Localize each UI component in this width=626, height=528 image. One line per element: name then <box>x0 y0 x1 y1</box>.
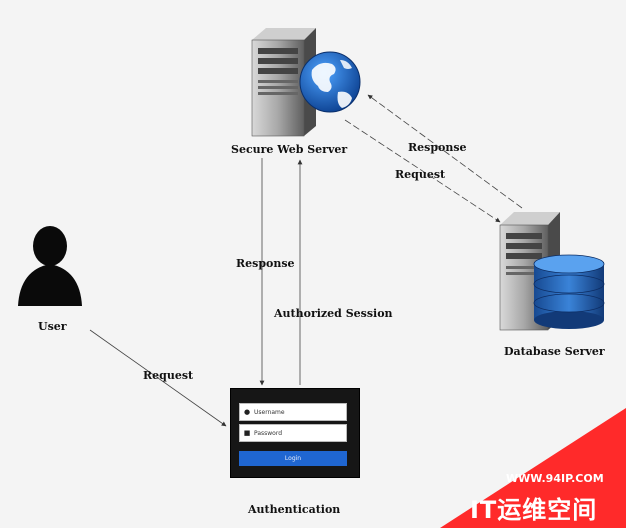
connector-web-db-request <box>344 119 501 223</box>
login-panel: ● Username ■ Password Login <box>230 388 360 478</box>
web-server-icon <box>251 28 316 137</box>
connector-db-web-response <box>367 94 523 209</box>
password-field[interactable]: ■ Password <box>239 424 347 442</box>
user-label: User <box>38 320 67 333</box>
web-server-label: Secure Web Server <box>231 143 348 156</box>
edge-label-db-request: Request <box>395 168 446 181</box>
user-icon <box>18 226 82 306</box>
watermark-url: WWW.94IP.COM <box>506 472 604 485</box>
edge-label-user-request: Request <box>143 369 194 382</box>
edge-label-authorized-session: Authorized Session <box>274 307 393 320</box>
password-placeholder: Password <box>254 429 283 437</box>
globe-icon <box>299 51 361 113</box>
database-cylinder-icon <box>533 254 605 329</box>
lock-icon: ■ <box>243 429 251 437</box>
edge-label-db-response: Response <box>408 141 467 154</box>
watermark-brand: IT运维空间 <box>470 496 598 524</box>
username-field[interactable]: ● Username <box>239 403 347 421</box>
connector-user-auth-request <box>89 329 227 427</box>
user-small-icon: ● <box>243 408 251 416</box>
edge-label-web-auth-response: Response <box>236 257 295 270</box>
username-placeholder: Username <box>254 408 285 416</box>
login-button[interactable]: Login <box>239 451 347 466</box>
database-server-label: Database Server <box>504 345 605 358</box>
authentication-label: Authentication <box>248 503 341 516</box>
